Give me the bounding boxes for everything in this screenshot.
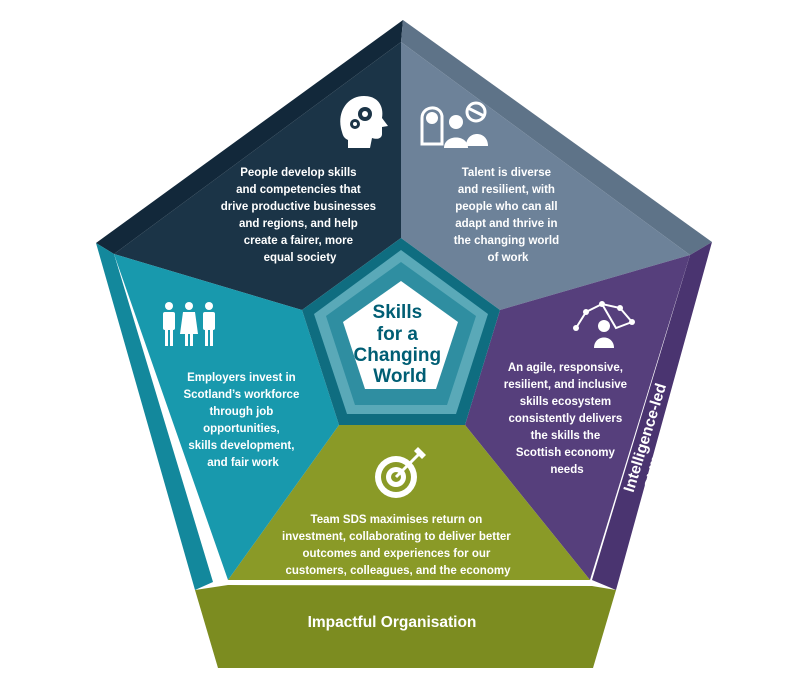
outer-band (96, 20, 712, 668)
body-impactful: Team SDS maximises return on investment,… (282, 514, 514, 577)
body-inclusive: Talent is diverse and resilient, with pe… (454, 167, 563, 264)
body-intelligence: An agile, responsive, resilient, and inc… (504, 362, 631, 476)
band-employers (96, 243, 213, 590)
centre-line: Skills (373, 302, 423, 323)
segment-impactful (228, 425, 590, 580)
centre-line: for a (377, 324, 419, 345)
three-people-icon (163, 302, 215, 346)
band-industry (96, 20, 403, 254)
body-employers: Employers invest in Scotland’s workforce… (183, 372, 302, 469)
centre-title: Skills for a Changing World (354, 302, 447, 387)
segment-intelligence (465, 255, 690, 580)
band-inclusive (401, 20, 712, 255)
segment-industry (114, 42, 401, 310)
diverse-people-icon (420, 101, 488, 148)
centre-ring (302, 238, 500, 425)
band-intelligence (592, 242, 712, 590)
centre-core (343, 281, 458, 389)
head-gears-icon (340, 96, 388, 148)
centre-line: Changing (354, 345, 442, 366)
band-impactful (195, 585, 616, 668)
target-arrow-icon (375, 447, 426, 498)
title-impactful: Impactful Organisation (308, 614, 477, 631)
centre-line: World (373, 366, 426, 387)
body-industry: People develop skills and competencies t… (221, 167, 380, 264)
network-person-icon (573, 301, 635, 348)
